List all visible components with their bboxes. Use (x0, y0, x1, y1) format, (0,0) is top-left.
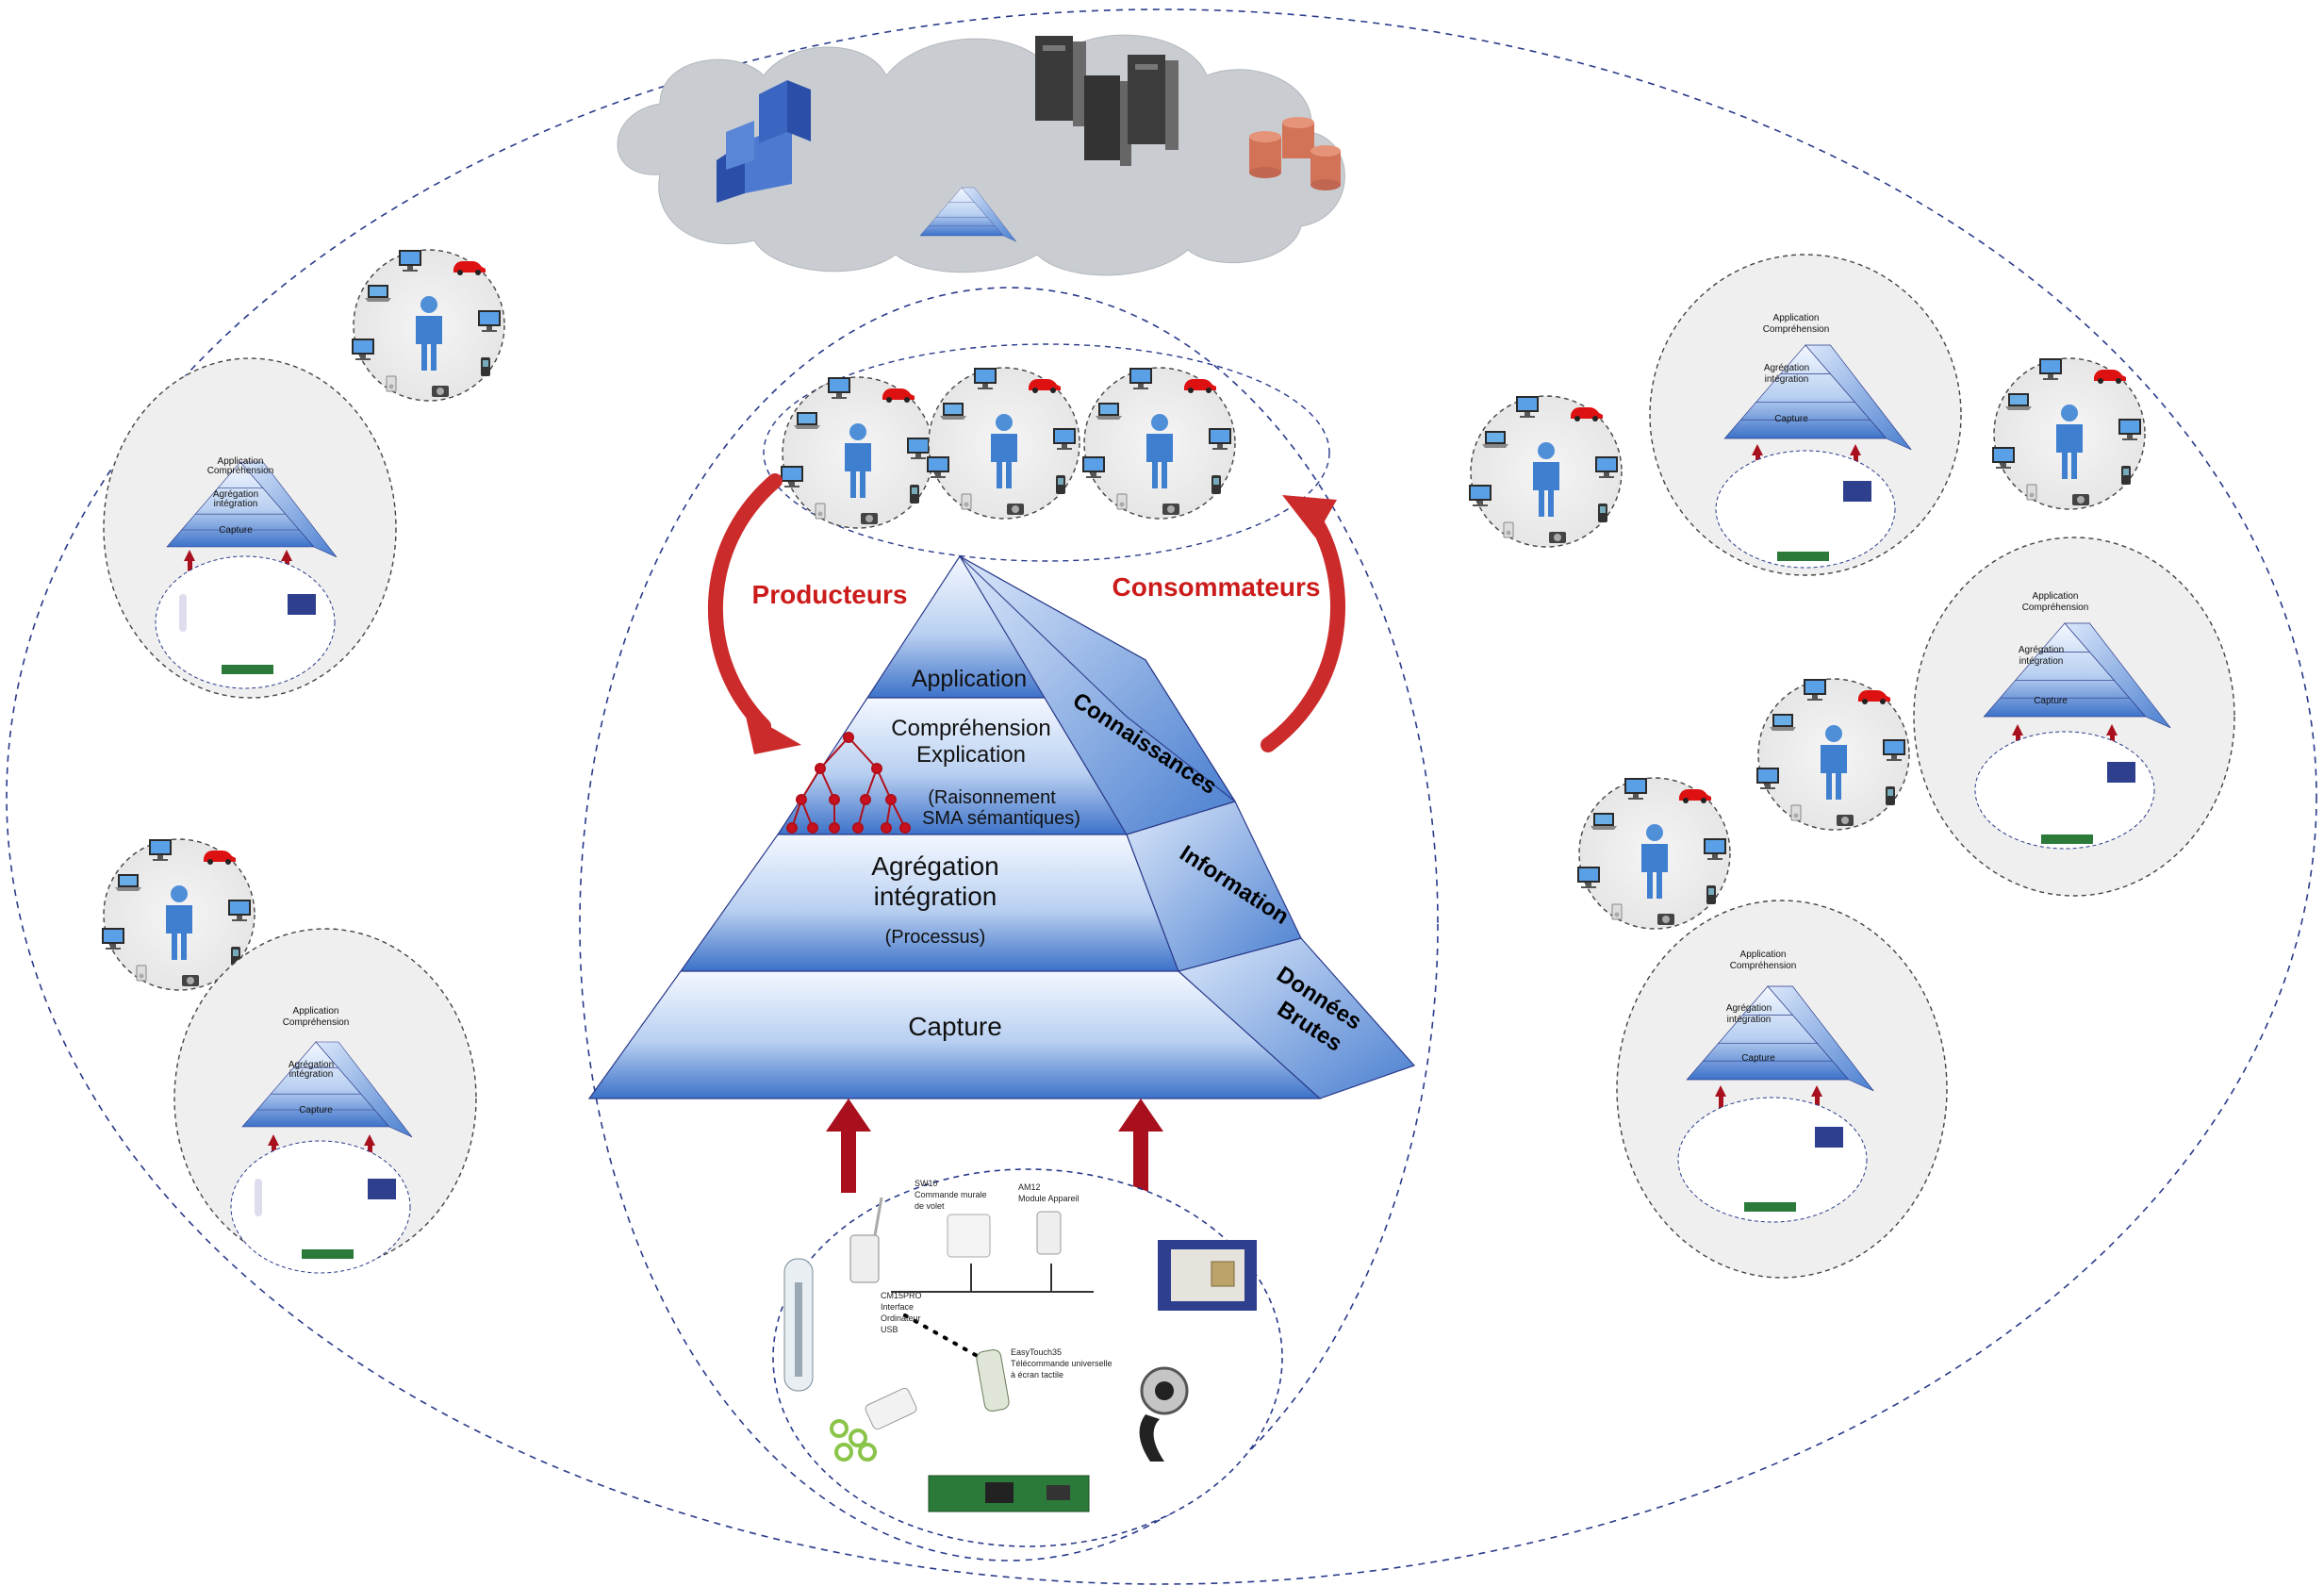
lt-application: Application (218, 456, 264, 467)
webcam-icon (1139, 1366, 1189, 1462)
card-reader-icon (1158, 1240, 1257, 1311)
rb-board (1744, 1202, 1796, 1212)
lb-sensor-bubble (230, 1140, 411, 1274)
layer-label-application: Application (912, 666, 1027, 692)
easytouch-label-2: à écran tactile (1011, 1370, 1063, 1379)
side-donnees (1177, 937, 1416, 1099)
cm15pro-label-2: Ordinateur (881, 1313, 921, 1323)
lt-integration: intégration (214, 499, 258, 509)
database-icon (1249, 117, 1341, 190)
rb-agregation: Agrégation (1726, 1003, 1772, 1014)
lt-reader (288, 594, 316, 615)
rt-comprehension: Compréhension (1763, 324, 1830, 335)
layer-label-raisonnement: (Raisonnement (928, 787, 1056, 808)
am12-label-0: AM12 (1018, 1182, 1041, 1192)
left-user-cluster-top (352, 250, 504, 401)
consommateurs-label: Consommateurs (1113, 572, 1321, 602)
layer-label-agregation: Agrégation (871, 851, 998, 881)
lb-board (302, 1249, 354, 1259)
rt-board (1777, 552, 1829, 561)
consommateurs-arrowhead (1282, 495, 1337, 537)
easytouch-label-1: Télécommande universelle (1011, 1359, 1113, 1368)
producteurs-label: Producteurs (752, 580, 908, 609)
layer-label-explication: Explication (916, 742, 1026, 768)
lt-capture: Capture (219, 525, 253, 536)
rm-board (2041, 834, 2093, 844)
lb-application: Application (293, 1006, 339, 1016)
central-boundary (579, 287, 1439, 1561)
rm-reader (2107, 762, 2135, 783)
lt-sensor-bubble (155, 555, 336, 689)
rt-reader (1843, 481, 1871, 502)
right-user-cluster-c (1756, 679, 1909, 830)
sensor-board-icon (928, 1475, 1090, 1512)
layer-label-sma: SMA sémantiques) (922, 808, 1080, 829)
rb-comprehension: Compréhension (1730, 961, 1797, 971)
rm-sensor-bubble (1974, 731, 2155, 850)
sensor-devices: CM15PRO Interface Ordinateur USB SW10 Co… (783, 1179, 1257, 1512)
right-user-cluster-d (1577, 778, 1730, 929)
layer-label-processus: (Processus) (885, 927, 986, 948)
user-cluster-1 (781, 377, 933, 528)
lt-agregation: Agrégation (213, 489, 258, 500)
rm-agregation: Agrégation (2019, 645, 2064, 655)
outer-boundary (6, 8, 2317, 1585)
layer-label-integration: intégration (874, 882, 997, 911)
lb-integration: intégration (289, 1069, 334, 1080)
producteurs-arrowhead (745, 712, 801, 754)
cm15pro-label-3: USB (881, 1325, 898, 1334)
right-user-cluster-b (1992, 358, 2145, 509)
usb-key-icon (830, 1387, 917, 1462)
rb-capture: Capture (1741, 1053, 1775, 1064)
sw10-label-2: de volet (915, 1201, 945, 1211)
lb-thermo (255, 1179, 262, 1216)
rt-agregation: Agrégation (1764, 363, 1809, 373)
thermometer-icon (783, 1258, 814, 1392)
capture-arrow-left (826, 1099, 871, 1193)
producteurs-arrow (707, 473, 783, 734)
layer-label-capture: Capture (908, 1012, 1002, 1041)
easytouch-label-0: EasyTouch35 (1011, 1347, 1062, 1357)
lb-agregation: Agrégation (288, 1060, 334, 1070)
reasoning-tree (786, 732, 911, 834)
lb-reader (368, 1179, 396, 1199)
rb-up-arrows (1715, 1085, 1822, 1115)
lt-board (222, 665, 273, 674)
user-cluster-2 (927, 368, 1080, 519)
sw10-label-1: Commande murale (915, 1190, 987, 1199)
main-pyramid: Application Compréhension Explication (R… (587, 554, 1416, 1099)
user-cluster-3 (1082, 368, 1235, 519)
cm15pro-label-1: Interface (881, 1302, 914, 1312)
rm-integration: intégration (2019, 656, 2064, 667)
rt-sensor-bubble (1715, 450, 1896, 569)
rb-application: Application (1740, 950, 1787, 960)
right-user-cluster-a (1469, 396, 1622, 547)
rm-comprehension: Compréhension (2022, 603, 2089, 613)
rb-reader (1815, 1127, 1843, 1148)
cm15pro-label-0: CM15PRO (881, 1291, 922, 1300)
lb-comprehension: Compréhension (283, 1017, 350, 1028)
building-icon (717, 80, 811, 203)
rt-integration: intégration (1765, 374, 1809, 385)
lt-comprehension: Compréhension (207, 466, 274, 476)
consommateurs-arrow (1261, 506, 1345, 752)
user-group-boundary (763, 343, 1330, 562)
rb-integration: intégration (1727, 1015, 1772, 1025)
sw10-label-0: SW10 (915, 1179, 938, 1188)
lb-capture: Capture (299, 1105, 333, 1115)
rt-application: Application (1773, 313, 1820, 323)
am12-label-1: Module Appareil (1018, 1194, 1080, 1203)
side-top (959, 555, 1236, 802)
rm-application: Application (2033, 591, 2079, 602)
layer-label-comprehension: Compréhension (891, 716, 1050, 741)
server-icon (1035, 36, 1178, 166)
rt-capture: Capture (1774, 414, 1808, 424)
capture-arrow-right (1118, 1099, 1163, 1193)
rm-capture: Capture (2034, 696, 2068, 706)
lt-thermo (179, 594, 187, 632)
